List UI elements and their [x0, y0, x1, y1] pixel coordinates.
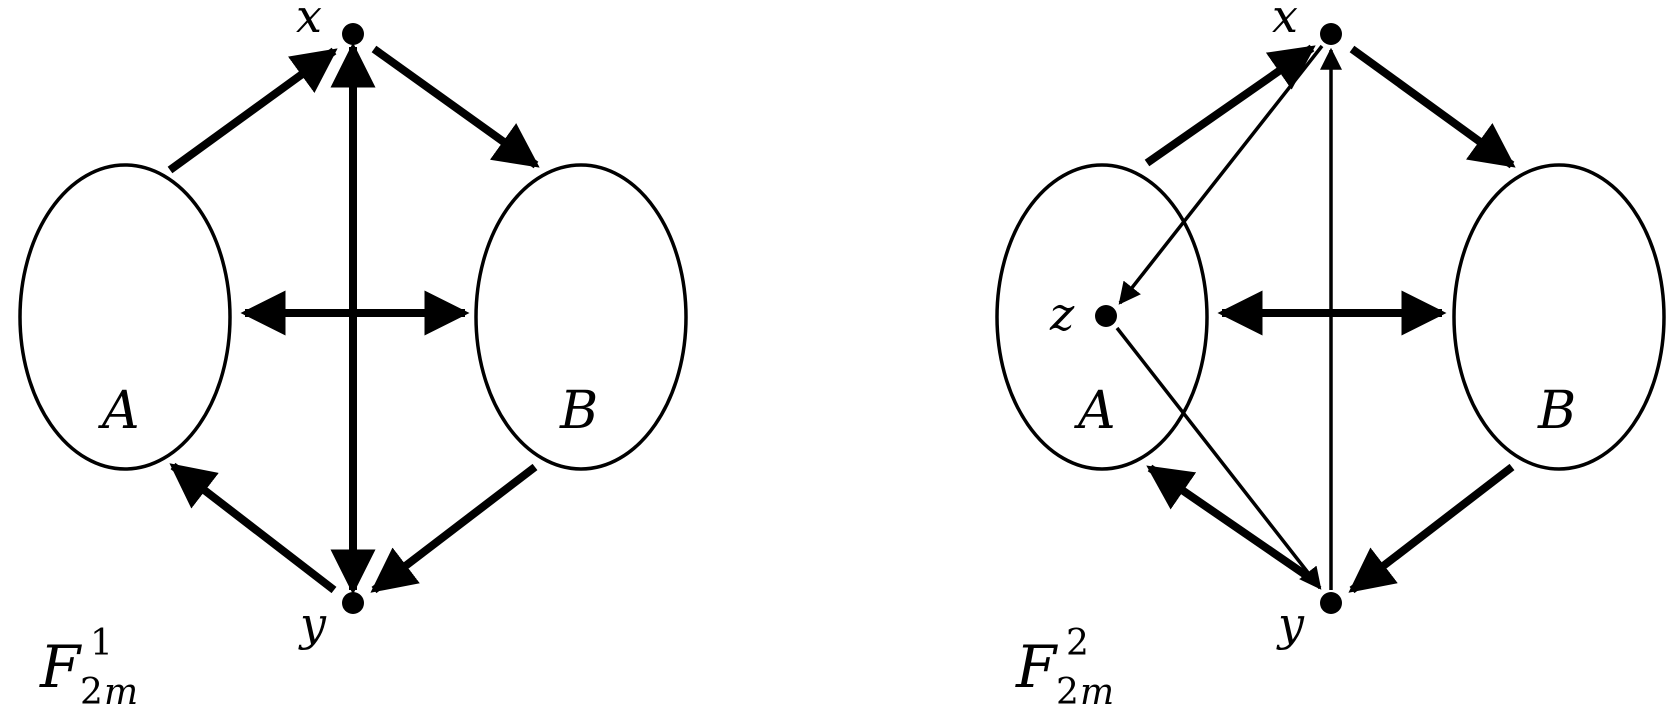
figure-1: x y A B F 1 2 m: [18, 0, 688, 713]
edge-a-to-x: [167, 47, 338, 174]
figure-1-label: F 1 2 m: [39, 623, 138, 713]
edge-y-to-a: [169, 462, 337, 594]
set-a-label: A: [1074, 381, 1116, 441]
edge-x-to-b: [371, 45, 540, 169]
edge-z-to-y: [1115, 326, 1322, 590]
figure-label-sub-var: m: [104, 672, 138, 713]
figure-label-base: F: [1015, 633, 1058, 701]
set-a-ellipse: [995, 163, 1209, 471]
figure-label-sub-num: 2: [80, 672, 103, 713]
set-a-label: A: [98, 381, 140, 441]
vertex-x-label: x: [296, 0, 322, 43]
figure-2: x y z A B F 2 2 m: [995, 0, 1666, 713]
figure-label-sub-var: m: [1080, 672, 1114, 713]
figure-label-sup: 1: [90, 623, 113, 664]
set-b-label: B: [1537, 381, 1576, 441]
edge-b-to-y: [1348, 463, 1515, 594]
set-b-ellipse: [1452, 163, 1666, 471]
set-b-ellipse: [474, 163, 688, 471]
vertex-z-dot: [1095, 305, 1117, 327]
vertex-y-dot: [342, 592, 364, 614]
vertex-x-dot: [1320, 23, 1342, 45]
edge-y-to-a: [1146, 464, 1313, 582]
figure-2-label: F 2 2 m: [1015, 623, 1114, 713]
vertex-z-label: z: [1049, 287, 1075, 341]
set-b-label: B: [559, 381, 598, 441]
vertex-y-dot: [1320, 592, 1342, 614]
figure-label-sup: 2: [1066, 623, 1089, 664]
vertex-y-label: y: [1276, 597, 1305, 651]
edge-b-to-y: [370, 463, 538, 594]
figure-label-sub-num: 2: [1056, 672, 1079, 713]
edge-x-to-z: [1118, 44, 1324, 305]
set-a-ellipse: [18, 163, 232, 471]
edge-x-to-b: [1349, 45, 1516, 169]
vertex-y-label: y: [298, 597, 327, 651]
vertex-x-label: x: [1272, 0, 1298, 43]
vertex-x-dot: [342, 23, 364, 45]
edge-a-to-x: [1144, 44, 1316, 167]
figure-label-base: F: [39, 633, 82, 701]
